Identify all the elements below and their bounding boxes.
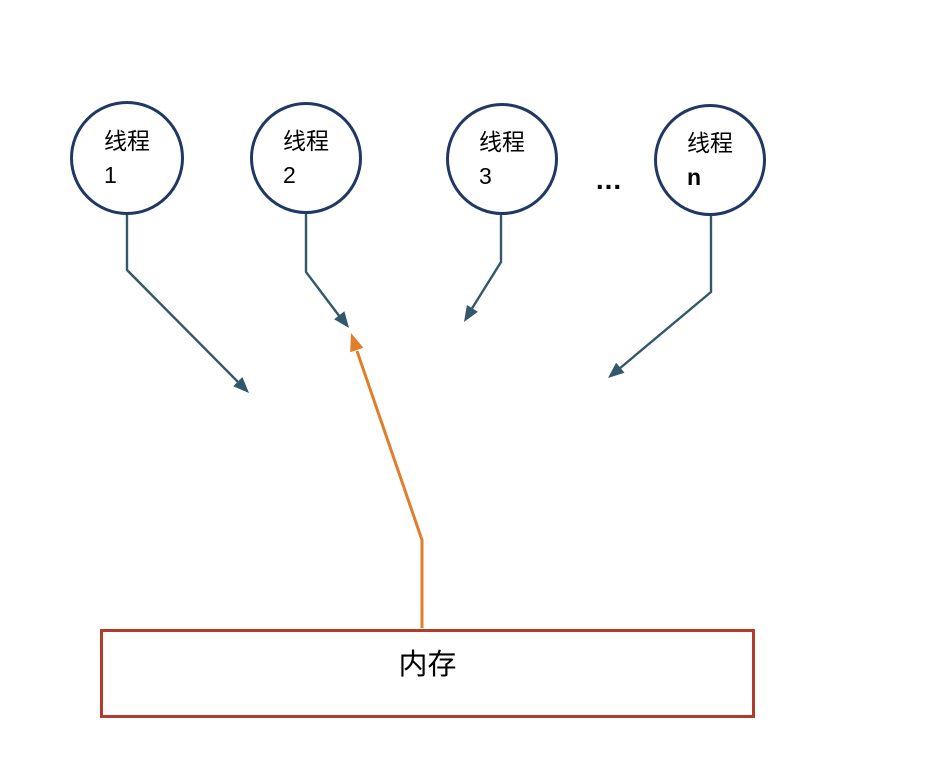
threadn-arrow-line: [618, 216, 713, 370]
thread-circle-2-text: 线程 2: [283, 124, 329, 192]
thread3-arrowhead-icon: [464, 305, 478, 322]
thread-2-number: 2: [283, 162, 296, 188]
thread1-arrowhead-icon: [233, 377, 249, 393]
thread-circle-3: 线程 3: [446, 103, 558, 215]
thread-circle-1: 线程 1: [70, 101, 184, 215]
thread-circle-n-text: 线程 n: [687, 126, 733, 194]
thread-circle-1-text: 线程 1: [104, 124, 150, 192]
memory-box: 内存: [100, 629, 755, 718]
thread1-arrow-line: [125, 215, 240, 384]
memory-to-thread2-arrow: [350, 333, 424, 628]
thread-1-label: 线程: [104, 128, 150, 154]
thread3-arrow-line: [469, 215, 503, 311]
thread-n-number: n: [687, 164, 702, 190]
thread2-arrow-line: [304, 214, 341, 318]
thread-3-label: 线程: [479, 129, 525, 155]
thread2-access-arrow: [304, 214, 349, 328]
thread-circle-2: 线程 2: [250, 102, 362, 214]
thread2-arrowhead-icon: [334, 311, 349, 328]
memory-arrow-line: [355, 350, 424, 628]
thread-1-number: 1: [104, 162, 117, 188]
ellipsis-label: ...: [595, 164, 623, 195]
thread-circle-n: 线程 n: [654, 104, 766, 216]
thread-2-label: 线程: [283, 128, 329, 154]
memory-label: 内存: [398, 649, 457, 681]
thread-3-number: 3: [479, 163, 492, 189]
thread1-access-arrow: [125, 215, 249, 393]
threadn-arrowhead-icon: [608, 362, 625, 378]
threadn-access-arrow: [608, 216, 713, 378]
memory-arrowhead-icon: [350, 333, 364, 353]
thread-circle-3-text: 线程 3: [479, 125, 525, 193]
thread3-access-arrow: [464, 215, 503, 322]
thread-n-label: 线程: [687, 130, 733, 156]
